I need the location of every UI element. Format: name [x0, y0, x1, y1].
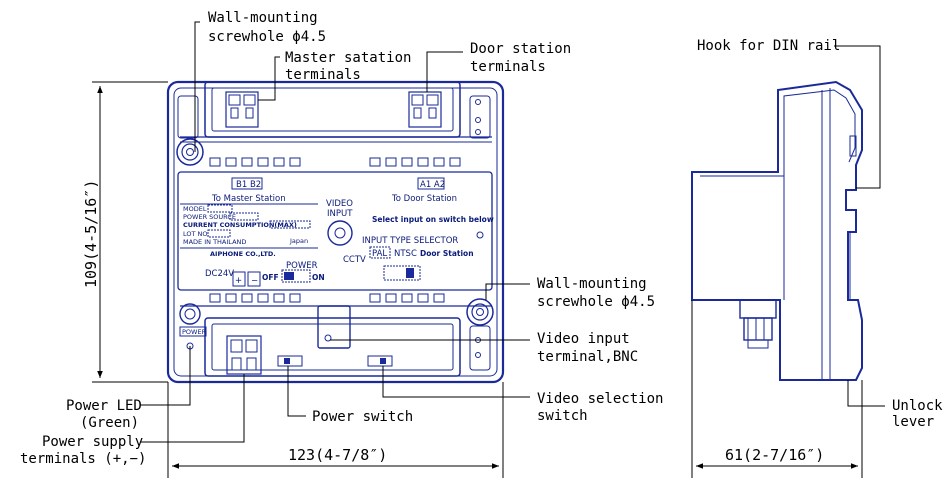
lot-label: LOT NO.: [183, 230, 209, 238]
depth-dimension-text: 61(2-7/16″): [725, 446, 824, 464]
power-supply-block: [226, 335, 262, 375]
label-panel: B1 B2 To Master Station A1 A2 To Door St…: [177, 171, 494, 291]
cctv-label: CCTV: [343, 255, 366, 265]
pal-label: PAL: [372, 249, 387, 259]
screwhole-bottom-right: [466, 298, 494, 326]
select-note: Select input on switch below: [372, 215, 494, 224]
power-led: POWER: [179, 303, 207, 350]
video-input-label-1: VIDEO: [326, 199, 353, 209]
svg-text:terminals: terminals: [470, 59, 546, 75]
power-label: POWER: [286, 261, 318, 271]
vent-slots-top: [209, 157, 461, 167]
svg-text:Hook for DIN rail: Hook for DIN rail: [697, 38, 840, 54]
svg-text:switch: switch: [537, 408, 588, 424]
on-label: ON: [312, 273, 325, 282]
svg-text:Unlock: Unlock: [892, 398, 943, 414]
svg-text:terminals (+,−): terminals (+,−): [20, 451, 146, 467]
b1b2-label: B1 B2: [236, 180, 261, 190]
to-master-label: To Master Station: [211, 194, 286, 204]
plus-label: +: [235, 276, 242, 286]
video-input-label-2: INPUT: [327, 209, 353, 219]
callout-master-terminals: Master satation terminals: [258, 50, 411, 101]
power-switch: [277, 355, 303, 367]
power-source-label: POWER SOURCE: [183, 213, 236, 221]
svg-text:Power LED: Power LED: [66, 398, 142, 414]
made-in-label: MADE IN THAILAND: [183, 238, 246, 246]
callout-wall-mount-top: Wall-mounting screwhole ϕ4.5: [194, 10, 326, 152]
svg-text:terminal,BNC: terminal,BNC: [537, 349, 638, 365]
svg-text:Door station: Door station: [470, 41, 571, 57]
door-terminal-block: [408, 91, 442, 128]
height-dimension-text: 109(4-5/16″): [82, 180, 100, 288]
callout-wall-mount-right: Wall-mounting screwhole ϕ4.5: [485, 276, 655, 310]
callout-din-hook: Hook for DIN rail: [697, 38, 881, 189]
a1a2-label: A1 A2: [420, 180, 445, 190]
svg-text:Video selection: Video selection: [537, 391, 663, 407]
svg-text:lever: lever: [892, 414, 934, 430]
svg-text:screwhole ϕ4.5: screwhole ϕ4.5: [208, 29, 326, 45]
screwhole-top-left: [176, 138, 204, 166]
dc24v-label: DC24V: [205, 269, 234, 279]
input-type-selector-label: INPUT TYPE SELECTOR: [362, 236, 458, 246]
callout-video-input: Video input terminal,BNC: [330, 331, 638, 365]
svg-text:Master satation: Master satation: [285, 50, 411, 66]
side-view: [691, 80, 863, 381]
dimension-width: 123(4-7/8″): [167, 382, 504, 478]
side-bnc: [739, 299, 777, 349]
minus-label: −: [251, 276, 258, 286]
callout-power-switch: Power switch: [287, 366, 413, 425]
to-door-label: To Door Station: [391, 194, 457, 204]
svg-text:Power supply: Power supply: [42, 434, 143, 450]
front-view: B1 B2 To Master Station A1 A2 To Door St…: [166, 80, 505, 384]
callout-video-selection: Video selection switch: [382, 366, 663, 424]
aiphone-label: AIPHONE CO.,LTD.: [210, 250, 276, 258]
master-terminal-block: [225, 91, 259, 128]
callout-door-terminals: Door station terminals: [426, 41, 571, 92]
bnc-terminal: [317, 305, 351, 349]
svg-text:terminals: terminals: [285, 67, 361, 83]
dimension-height: 109(4-5/16″): [82, 81, 168, 383]
model-label: MODEL: [183, 205, 207, 213]
callout-power-supply: Power supply terminals (+,−): [20, 374, 245, 467]
svg-text:Power switch: Power switch: [312, 409, 413, 425]
svg-text:Wall-mounting: Wall-mounting: [208, 10, 318, 26]
ntsc-label: NTSC: [394, 249, 417, 259]
callout-unlock-lever: Unlock lever: [847, 380, 943, 430]
width-dimension-text: 123(4-7/8″): [288, 446, 387, 464]
svg-text:Wall-mounting: Wall-mounting: [537, 276, 647, 292]
dimension-depth: 61(2-7/16″): [691, 300, 863, 478]
svg-text:screwhole ϕ4.5: screwhole ϕ4.5: [537, 294, 655, 310]
off-label: OFF: [262, 273, 279, 282]
power-led-label: POWER: [182, 328, 207, 336]
door-station-label: Door Station: [420, 249, 474, 258]
video-selection-switch: [367, 355, 393, 367]
japan-label: Japan: [289, 237, 308, 245]
top-cover: [177, 81, 492, 143]
vent-slots-bottom: [209, 293, 445, 303]
svg-text:Video input: Video input: [537, 331, 630, 347]
current-label: CURRENT CONSUMPTION(MAX): [183, 221, 297, 229]
svg-text:(Green): (Green): [80, 415, 139, 431]
callout-power-led: Power LED (Green): [66, 346, 191, 431]
